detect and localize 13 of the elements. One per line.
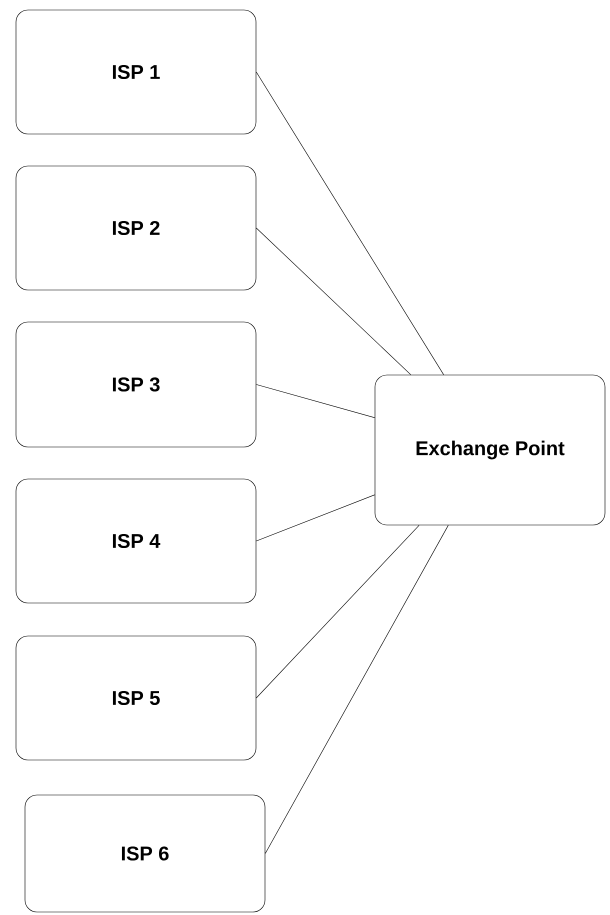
isp-box: ISP 4 (16, 478, 256, 604)
isp-box: ISP 6 (24, 794, 266, 912)
isp-box: ISP 5 (16, 636, 256, 760)
connector-line (256, 494, 375, 542)
isp-box: ISP 3 (16, 322, 256, 448)
isp-box: ISP 2 (16, 166, 256, 290)
connector-line (256, 525, 420, 698)
connector-line (256, 228, 412, 375)
connector-line (256, 72, 444, 375)
connector-line (256, 384, 375, 418)
exchange-point-box: Exchange Point (374, 374, 606, 526)
connector-line (265, 525, 449, 854)
isp-box: ISP 1 (16, 10, 256, 134)
